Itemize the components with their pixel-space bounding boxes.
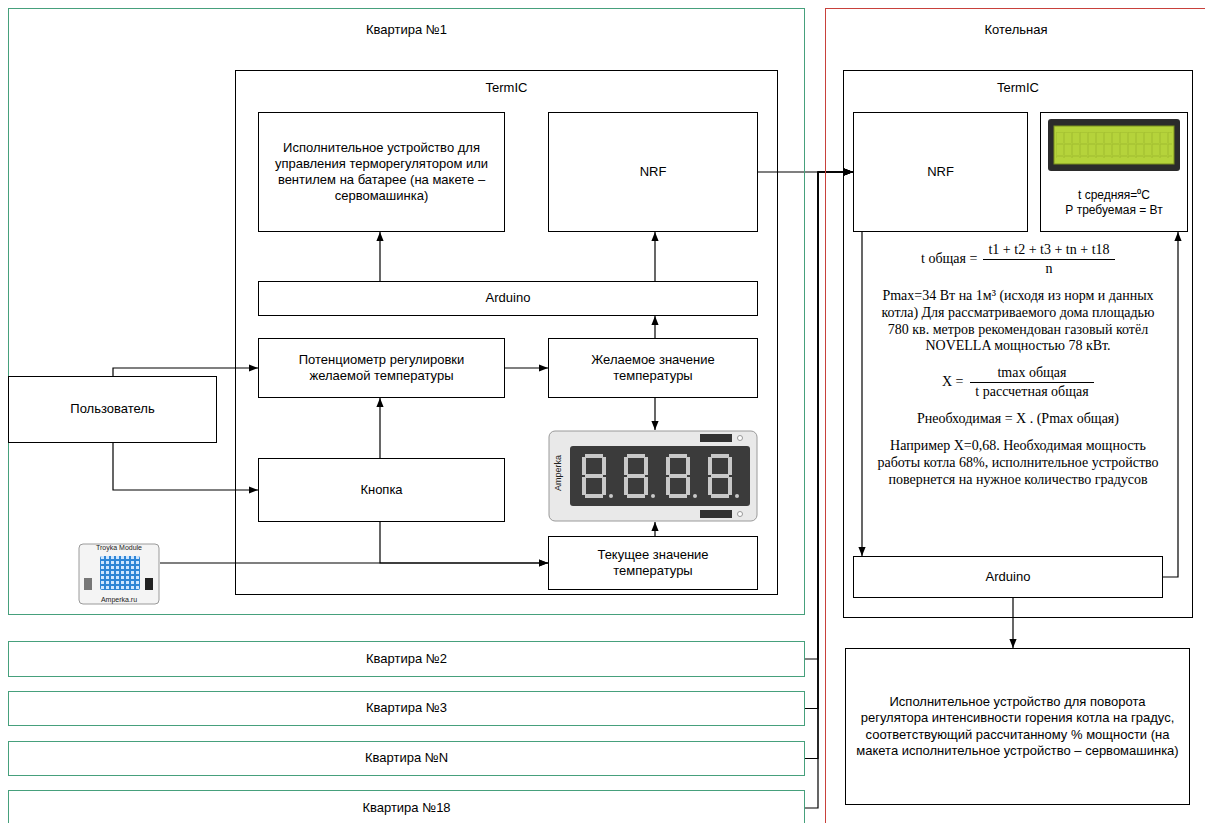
mount-hole [738,512,743,517]
lcd-cells [1056,132,1172,158]
connector-arrow [505,367,548,368]
microcontroller-bar: Arduino [258,281,758,316]
block-title: TermIC [844,71,1192,95]
button-box: Кнопка [258,458,505,522]
mount-hole [738,436,743,441]
node-text: Квартира №18 [362,800,450,816]
sensor-part [145,578,153,590]
node-text: Квартира №2 [366,651,447,667]
display-window [570,446,750,506]
pin-header [700,510,732,518]
microcontroller-bar: Arduino [853,556,1163,598]
led-display: Amperka [548,430,758,522]
node-text: Amperka [553,433,563,513]
connector-arrow [805,172,853,659]
lcd-frame [1048,119,1180,171]
connector-arrow [805,172,853,709]
led-display-illustration [549,431,757,521]
node-text: Квартира №3 [366,700,447,716]
sensor-grille [100,556,140,590]
formula-denominator: t рассчетная общая [970,384,1094,401]
node-text: NRF [640,164,667,180]
sensor-board [79,544,159,604]
connector-arrow [380,522,548,563]
connector-arrow [654,316,655,338]
lcd-screen [1054,126,1174,164]
node-text: Amperka.ru [101,596,137,604]
formula-numerator: t1 + t2 + t3 + tn + t18 [983,242,1115,260]
radio-module-box: NRF [853,112,1028,232]
pin-header [700,434,732,442]
block-title: Квартира №1 [9,9,804,37]
formula-denominator: n [983,261,1115,278]
apartment-bar: Квартира №18 [8,790,805,823]
node-text: Исполнительное устройство для поворота р… [856,694,1179,759]
segment-digit [666,454,697,498]
note-text: Например X=0,68. Необходимая мощность ра… [872,438,1164,488]
connector-arrow [861,232,862,556]
apartment-bar: Квартира №2 [8,641,805,677]
node-text: Потенциометр регулировки желаемой темпер… [269,352,494,385]
formula-text: t общая = [921,251,977,268]
potentiometer-box: Потенциометр регулировки желаемой темпер… [258,338,505,398]
apartment-bar: Квартира №3 [8,691,805,726]
formula-text: Рнеобходимая = X . (Pmax общая) [917,411,1119,428]
connector-arrow [654,398,655,430]
actuator-box: Исполнительное устройство для поворота р… [845,648,1190,805]
connector-arrow [160,562,548,563]
formula-text: X = [942,374,964,391]
connector-arrow [654,522,655,536]
node-text: Troyka Module [96,544,142,552]
segment-digit [708,454,739,498]
note-text: Pmax=34 Вт на 1м³ (исходя из норм и данн… [872,288,1164,355]
lcd-box: t средняя=⁰СР требуемая = Вт [1040,112,1188,232]
node-text: Исполнительное устройство для управления… [269,140,494,205]
actuator-box: Исполнительное устройство для управления… [258,112,505,232]
block-title: Котельная [826,9,1205,37]
sensor-illustration [79,544,159,604]
segment-digit [624,454,655,498]
node-text: Текущее значение температуры [559,547,747,580]
sensor-part [84,578,92,590]
node-text: Кнопка [360,482,402,498]
sensor-module: Troyka ModuleAmperka.ru [78,543,160,605]
connector-arrow [1163,232,1178,577]
connector-arrow [654,232,655,281]
sensor-housing [100,556,140,590]
node-text: NRF [927,164,954,180]
connector-arrow [113,443,258,490]
node-text: Arduino [986,569,1031,585]
connector-arrow [1012,598,1013,648]
segment-digit [582,454,613,498]
connector-arrow [379,232,380,281]
node-text: Желаемое значение температуры [559,352,747,385]
node-text: t средняя=⁰С [1078,188,1150,204]
apartment-bar: Квартира №N [8,741,805,776]
connector-arrow [379,398,380,458]
controller-block: Исполнительное устройство для управления… [235,70,778,595]
node-text: Arduino [486,290,531,306]
node-text: Пользователь [70,401,154,417]
formula-numerator: tmax общая [970,365,1094,383]
apartment-region: Исполнительное устройство для управления… [8,8,805,615]
display-board [549,431,757,521]
node-text: Квартира №N [365,750,448,766]
block-title: TermIC [236,71,777,95]
radio-module-box: NRF [548,112,758,232]
connectors [113,172,1178,808]
lcd-illustration [1048,119,1180,171]
setpoint-box: Желаемое значение температуры [548,338,758,398]
node-text: Р требуемая = Вт [1065,203,1162,219]
current-temperature-box: Текущее значение температуры [548,536,758,590]
connector-arrow [113,368,258,376]
user-box: Пользователь [8,376,217,443]
